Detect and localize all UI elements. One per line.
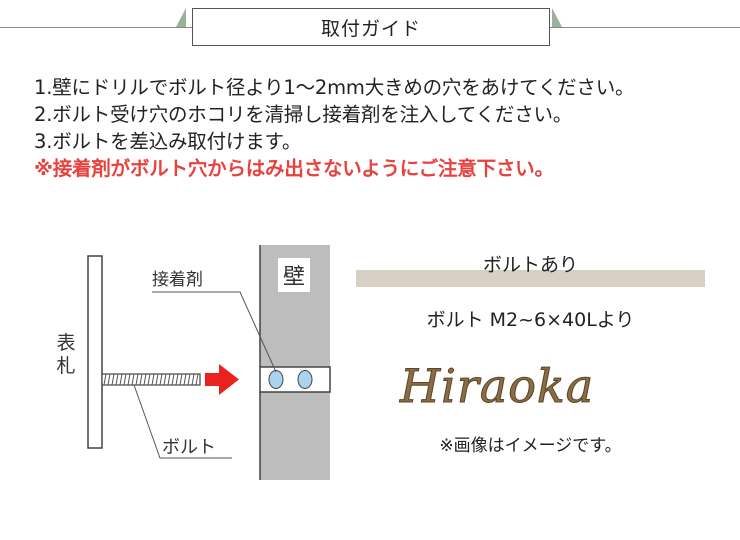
nameplate-board <box>87 255 103 449</box>
instruction-step-2: 2.ボルト受け穴のホコリを清掃し接着剤を注入してください。 <box>34 103 573 126</box>
bolt-leader-line <box>133 384 232 459</box>
logo-text: Hiraoka <box>399 360 594 413</box>
instruction-list: 1.壁にドリルでボルト径より1～2mm大きめの穴をあけてください。 2.ボルト受… <box>34 74 724 182</box>
wall <box>259 245 331 480</box>
insert-arrow-icon <box>205 364 239 395</box>
nameplate-label-bottom: 札 <box>56 355 75 377</box>
bolt-bar <box>356 270 705 287</box>
bolt-label: ボルト <box>162 437 216 458</box>
image-note: ※画像はイメージです。 <box>439 436 622 456</box>
wall-label-bg <box>278 258 310 292</box>
nameplate-label-top: 表 <box>56 332 75 354</box>
page-title: 取付ガイド <box>192 8 550 46</box>
bolt-title: ボルトあり <box>482 254 578 276</box>
installation-diagram: 表 札 壁 <box>56 245 331 480</box>
header-right-ribbon <box>552 8 562 27</box>
bolt-size: ボルト M2~6×40Lより <box>426 309 635 331</box>
warning-note: ※接着剤がボルト穴からはみ出さないようにご注意下さい。 <box>34 157 554 180</box>
instruction-step-1: 1.壁にドリルでボルト径より1～2mm大きめの穴をあけてください。 <box>34 76 635 99</box>
sample-logo-image: Hiraoka <box>399 360 594 414</box>
instruction-step-3: 3.ボルトを差込み取付けます。 <box>34 130 302 153</box>
adhesive-label: 接着剤 <box>152 270 203 290</box>
header-left-ribbon <box>176 8 186 27</box>
bolt-shaft <box>101 373 201 386</box>
wall-label: 壁 <box>283 265 305 290</box>
adhesive-leader-line <box>152 291 277 373</box>
